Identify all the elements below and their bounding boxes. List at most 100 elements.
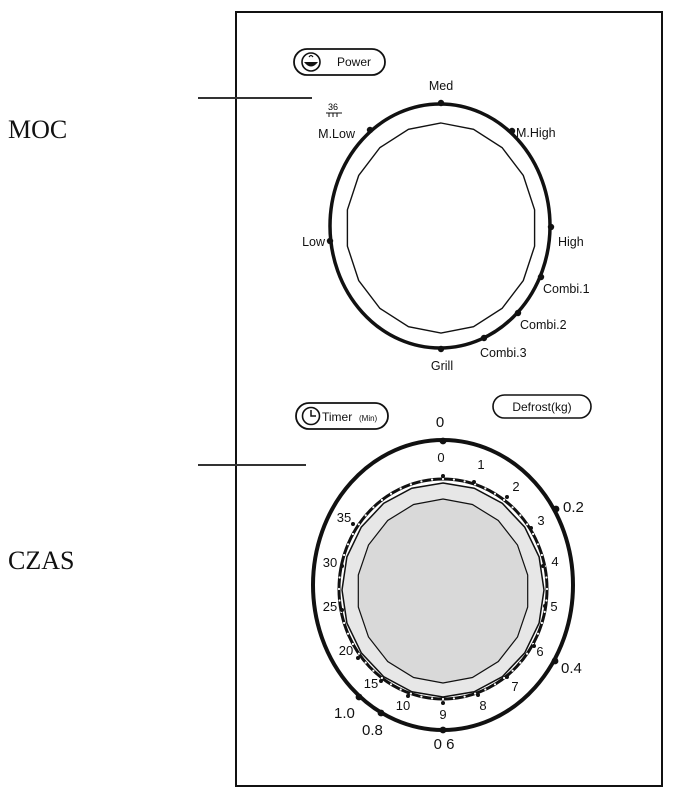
timer-minute-dot-8 (476, 693, 480, 697)
power-setting-dot-grill (437, 345, 445, 353)
timer-track-dot (452, 478, 455, 481)
timer-minute-label-1: 1 (477, 457, 484, 472)
time-side-label: CZAS (8, 546, 74, 575)
timer-minute-label-9: 9 (439, 707, 446, 722)
timer-minute-label-3: 3 (537, 513, 544, 528)
timer-track-dot (463, 480, 466, 483)
timer-track-dot (536, 543, 540, 546)
defrost-button[interactable]: Defrost(kg) (492, 394, 592, 419)
timer-track-dot (357, 652, 360, 655)
power-side-label: MOC (8, 115, 67, 144)
timer-minute-label-12: 20 (339, 643, 353, 658)
power-setting-label-med: Med (429, 79, 453, 93)
power-setting-dot-combi3 (480, 334, 488, 342)
defrost-mark-dot-3 (377, 709, 385, 717)
timer-minute-dot-6 (532, 644, 536, 648)
timer-track-dot (337, 587, 341, 591)
timer-track-dot (409, 483, 412, 486)
timer-track-dot (343, 553, 346, 557)
timer-minute-label-11: 15 (364, 676, 378, 691)
timer-track-dot (545, 576, 548, 579)
power-setting-dot-combi1 (537, 273, 545, 281)
timer-track-dot (503, 676, 506, 680)
power-setting-dot-low (326, 237, 334, 245)
defrost-mark-dot-0 (552, 505, 560, 513)
timer-track-dot (389, 492, 393, 495)
timer-minute-label-0: 0 (437, 450, 444, 465)
defrost-mark-label-4: 1.0 (334, 705, 355, 722)
timer-track-dot (493, 683, 497, 686)
timer-minute-dot-0 (441, 474, 445, 478)
timer-track-dot (351, 642, 354, 646)
power-setting-label-combi2: Combi.2 (520, 318, 567, 332)
timer-minute-label-13: 25 (323, 599, 337, 614)
timer-minute-dot-1 (472, 480, 476, 484)
timer-track-dot (526, 523, 529, 526)
timer-track-dot (519, 514, 522, 517)
power-setting-label-mhigh: M.High (516, 126, 556, 140)
power-setting-label-mlow: M.Low (318, 127, 356, 141)
timer-track-dot (493, 492, 497, 495)
power-setting-label-high: High (558, 235, 584, 249)
power-setting-dot-high (547, 223, 555, 231)
timer-track-dot (526, 652, 529, 655)
timer-track-dot (399, 487, 402, 490)
timer-minute-dot-2 (505, 495, 509, 499)
timer-track-dot (545, 599, 548, 602)
timer-top-dot (439, 437, 447, 445)
timer-track-dot (431, 697, 434, 700)
timer-track-dot (389, 683, 393, 686)
timer-minute-label-14: 30 (323, 555, 337, 570)
timer-track-dot (420, 480, 423, 483)
timer-minute-label-4: 4 (551, 554, 558, 569)
timer-track-dot (364, 661, 367, 664)
timer-minute-dot-10 (406, 694, 410, 698)
timer-minute-dot-3 (529, 526, 533, 530)
timer-track-dot (503, 498, 506, 502)
timer-minute-dot-11 (379, 679, 383, 683)
timer-track-dot (463, 695, 466, 698)
power-setting-dot-mhigh (508, 127, 516, 135)
timer-track-dot (420, 695, 423, 698)
defrost-mark-dot-1 (551, 657, 559, 665)
timer-minute-dot-7 (505, 675, 509, 679)
defrost-mark-label-1: 0.4 (561, 660, 582, 677)
power-setting-label-low: Low (302, 235, 326, 249)
timer-track-dot (380, 498, 383, 502)
timer-track-dot (399, 688, 402, 691)
timer-track-dot (484, 688, 487, 691)
timer-track-dot (441, 477, 445, 481)
timer-button-label: Timer (322, 410, 352, 424)
timer-track-dot (511, 669, 514, 672)
defrost-button-label: Defrost(kg) (512, 400, 571, 414)
power-setting-label-combi3: Combi.3 (480, 346, 527, 360)
control-panel-frame (235, 11, 663, 787)
timer-track-dot (452, 697, 455, 700)
timer-dial-knob (357, 498, 529, 684)
timer-minute-label-5: 5 (550, 599, 557, 614)
timer-minute-label-10: 10 (396, 698, 410, 713)
timer-minute-label-15: 35 (337, 510, 351, 525)
timer-minute-dot-4 (541, 564, 545, 568)
power-button[interactable]: Power (293, 48, 386, 76)
timer-minute-label-6: 6 (536, 644, 543, 659)
timer-track-dot (511, 506, 514, 509)
timer-track-dot (540, 553, 544, 557)
steam-icon: 36 (326, 102, 342, 117)
timer-minute-dot-5 (543, 604, 547, 608)
timer-dial[interactable] (311, 438, 575, 732)
timer-track-dot (532, 532, 535, 536)
timer-track-dot (519, 661, 522, 664)
timer-track-dot (364, 514, 367, 517)
timer-track-dot (545, 587, 549, 591)
power-setting-dot-med (437, 99, 445, 107)
power-button-label: Power (337, 55, 371, 69)
defrost-mark-label-3: 0.8 (362, 722, 383, 739)
timer-track-dot (346, 543, 350, 546)
timer-button[interactable]: Timer (Min) (295, 402, 389, 430)
timer-minute-dot-14 (340, 564, 344, 568)
clock-icon (301, 406, 321, 426)
timer-track-dot (338, 599, 341, 602)
